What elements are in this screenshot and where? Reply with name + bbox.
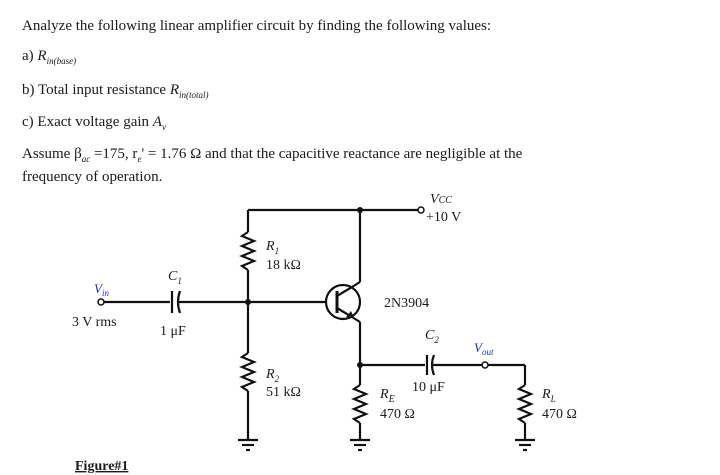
vcc-sub: CC xyxy=(439,195,453,206)
vin-terminal xyxy=(97,298,105,306)
part-c-text: Exact voltage gain xyxy=(37,114,150,130)
rl-value: 470 Ω xyxy=(542,407,577,422)
r2-value: 51 kΩ xyxy=(266,385,301,400)
re-sub: E xyxy=(388,394,395,405)
part-b-label: b) xyxy=(22,82,35,98)
assumption-end: ' = 1.76 Ω and that the capacitive react… xyxy=(141,146,523,162)
assumption-start: Assume β xyxy=(22,146,82,162)
vin-sub: in xyxy=(102,288,110,298)
r2-resistor xyxy=(239,352,257,392)
part-a-subscript: in(base) xyxy=(46,56,77,66)
re-value: 470 Ω xyxy=(380,407,415,422)
vcc-terminal xyxy=(417,206,425,214)
rl-sub: L xyxy=(550,394,556,404)
r2-label: R xyxy=(265,367,275,382)
part-a-label: a) xyxy=(22,48,34,64)
c2-sub: 2 xyxy=(434,335,439,345)
c2-label: C xyxy=(425,328,435,343)
c1-value: 1 μF xyxy=(160,324,186,339)
part-b-symbol: R xyxy=(169,82,179,98)
c2-value: 10 μF xyxy=(412,380,445,395)
svg-text:Vin: Vin xyxy=(94,281,109,298)
part-c: c) Exact voltage gain Av xyxy=(22,114,166,132)
svg-text:RL: RL xyxy=(541,387,556,404)
svg-text:R2: R2 xyxy=(265,367,280,384)
part-b: b) Total input resistance Rin(total) xyxy=(22,82,209,100)
c2-plate-right xyxy=(430,354,436,376)
transistor-label: 2N3904 xyxy=(384,296,429,311)
re-resistor xyxy=(351,384,369,424)
part-a-symbol: R xyxy=(37,48,47,64)
assumption-line2: frequency of operation. xyxy=(22,169,163,185)
assumption-mid: =175, r xyxy=(93,146,138,162)
svg-text:Vout: Vout xyxy=(474,340,494,357)
svg-text:VCC: VCC xyxy=(430,192,452,207)
vin-value: 3 V rms xyxy=(72,315,117,330)
vin-label: V xyxy=(94,281,104,296)
r1-label: R xyxy=(265,239,275,254)
part-c-symbol: A xyxy=(152,114,162,130)
vcc-label: V xyxy=(430,192,440,207)
part-c-subscript: v xyxy=(161,122,166,132)
svg-text:C1: C1 xyxy=(168,269,182,286)
r1-sub: 1 xyxy=(275,246,280,256)
re-label: R xyxy=(379,387,389,402)
svg-text:C2: C2 xyxy=(425,328,439,345)
vout-terminal xyxy=(481,361,489,369)
part-c-label: c) xyxy=(22,114,34,130)
vout-label: V xyxy=(474,340,484,355)
figure-caption: Figure#1 xyxy=(75,459,128,474)
svg-text:RE: RE xyxy=(379,387,395,405)
r2-sub: 2 xyxy=(275,374,280,384)
assumption-beta-sub: ac xyxy=(81,154,91,164)
part-b-subscript: in(total) xyxy=(179,90,209,100)
question-intro: Analyze the following linear amplifier c… xyxy=(22,18,492,34)
part-b-text: Total input resistance xyxy=(37,82,167,98)
r1-resistor xyxy=(239,231,257,271)
rl-resistor xyxy=(516,384,534,424)
c1-sub: 1 xyxy=(177,276,182,286)
rl-label: R xyxy=(541,387,551,402)
vout-sub: out xyxy=(482,347,494,357)
r1-value: 18 kΩ xyxy=(266,258,301,273)
svg-text:R1: R1 xyxy=(265,239,279,256)
transistor-body xyxy=(324,283,362,321)
vcc-value: +10 V xyxy=(426,210,461,225)
c1-label: C xyxy=(168,269,178,284)
part-a: a) Rin(base) xyxy=(22,48,76,66)
assumption-text: Assume βac =175, re' = 1.76 Ω and that t… xyxy=(22,146,523,185)
